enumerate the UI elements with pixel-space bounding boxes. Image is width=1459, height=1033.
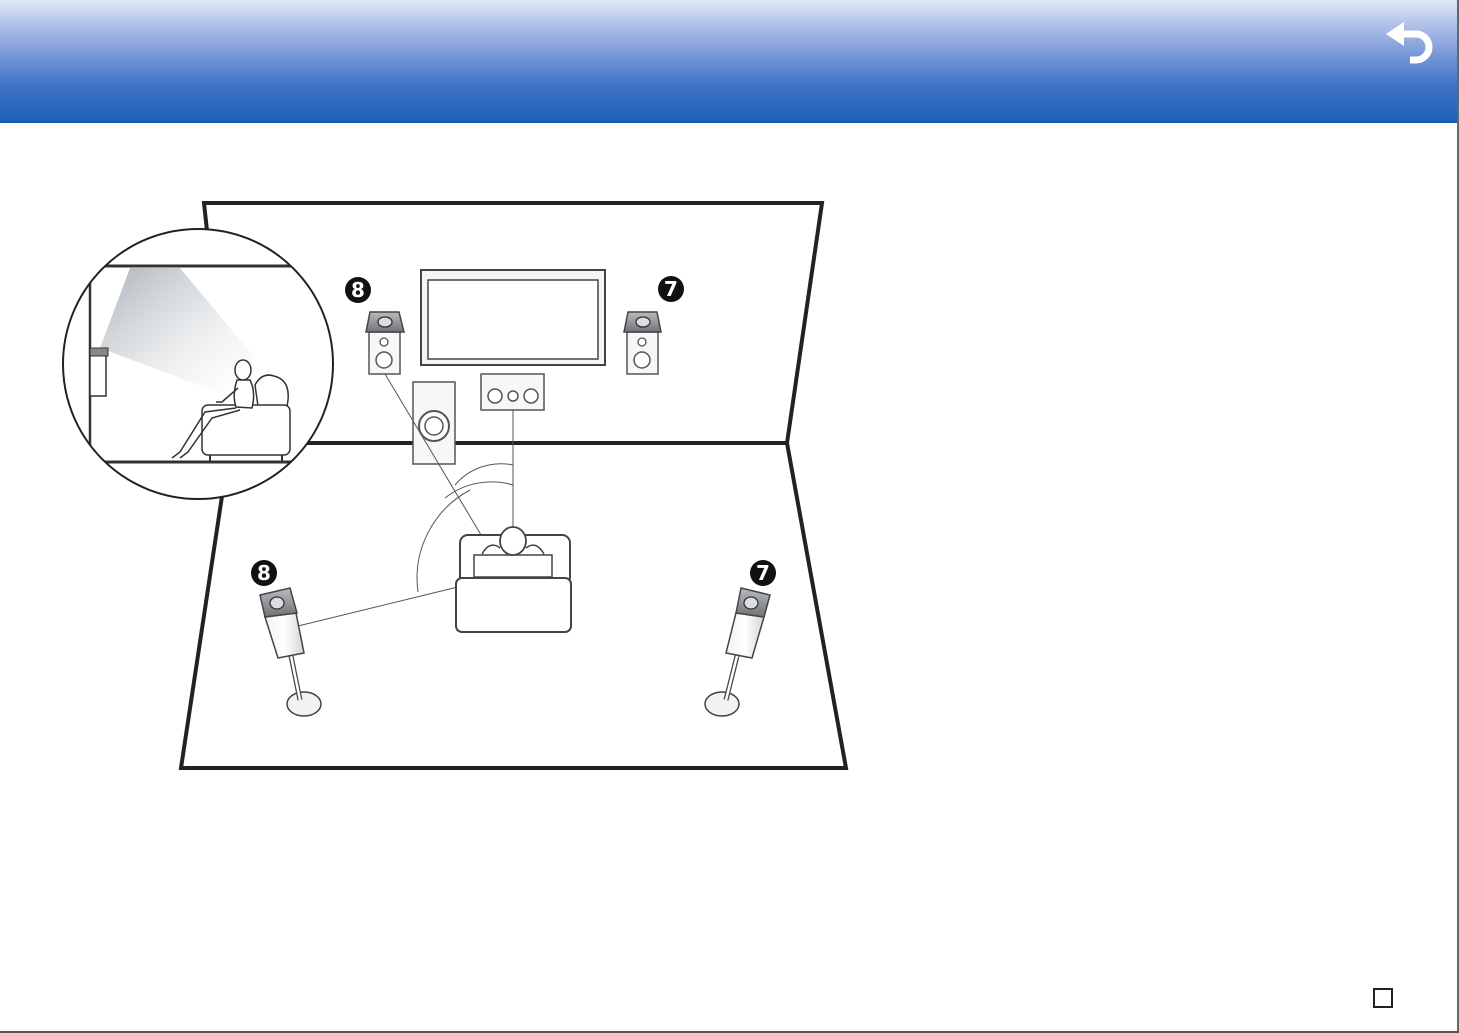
badge-label: 8 xyxy=(257,561,271,585)
badge-label: 7 xyxy=(664,277,678,301)
tv-screen xyxy=(421,270,605,365)
center-speaker xyxy=(481,374,544,410)
page-square-icon[interactable] xyxy=(1373,988,1393,1008)
subwoofer xyxy=(413,382,455,464)
badge-surround-right: 7 xyxy=(750,560,776,586)
badge-surround-left: 8 xyxy=(251,560,277,586)
listener-sofa xyxy=(456,527,571,632)
badge-front-high-right: 7 xyxy=(658,276,684,302)
badge-front-high-left: 8 xyxy=(345,277,371,303)
badge-label: 7 xyxy=(756,561,770,585)
badge-label: 8 xyxy=(351,278,365,302)
front-left-speaker xyxy=(366,312,404,374)
front-right-speaker xyxy=(624,312,661,374)
